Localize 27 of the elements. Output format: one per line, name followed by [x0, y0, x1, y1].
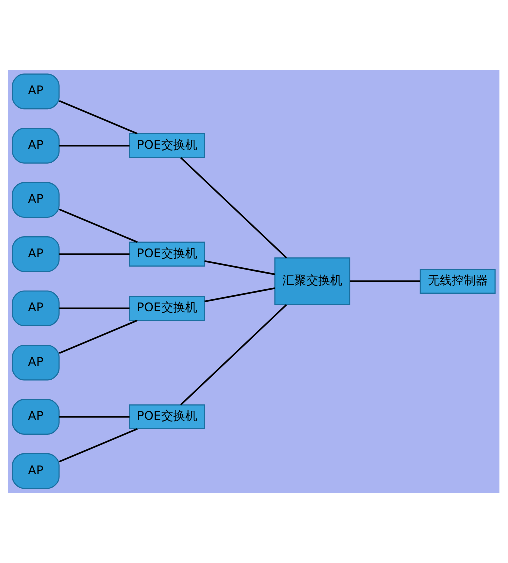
- node-box: AP: [12, 128, 60, 164]
- node-box: AP: [12, 399, 60, 435]
- connector: [350, 280, 420, 282]
- node-box: AP: [12, 182, 60, 218]
- connector: [59, 320, 138, 354]
- node-box: POE交换机: [129, 296, 206, 322]
- connector: [60, 308, 130, 310]
- node-box: AP: [12, 74, 60, 110]
- connector: [204, 260, 276, 276]
- node-box: AP: [12, 453, 60, 490]
- node-box: 无线控制器: [420, 269, 496, 294]
- node-box: POE交换机: [129, 133, 206, 158]
- connector: [59, 208, 138, 244]
- node-box: AP: [12, 290, 60, 327]
- node-box: AP: [12, 344, 60, 381]
- connector: [60, 145, 130, 147]
- connector: [180, 157, 288, 259]
- node-box: POE交换机: [129, 404, 206, 430]
- connector: [60, 254, 130, 256]
- node-box: POE交换机: [129, 242, 206, 267]
- connector: [204, 288, 276, 302]
- connector: [59, 100, 138, 135]
- node-box: 汇聚交换机: [274, 258, 351, 306]
- connector: [59, 428, 138, 463]
- node-box: AP: [12, 236, 60, 272]
- connector: [60, 416, 130, 418]
- connector: [180, 304, 288, 406]
